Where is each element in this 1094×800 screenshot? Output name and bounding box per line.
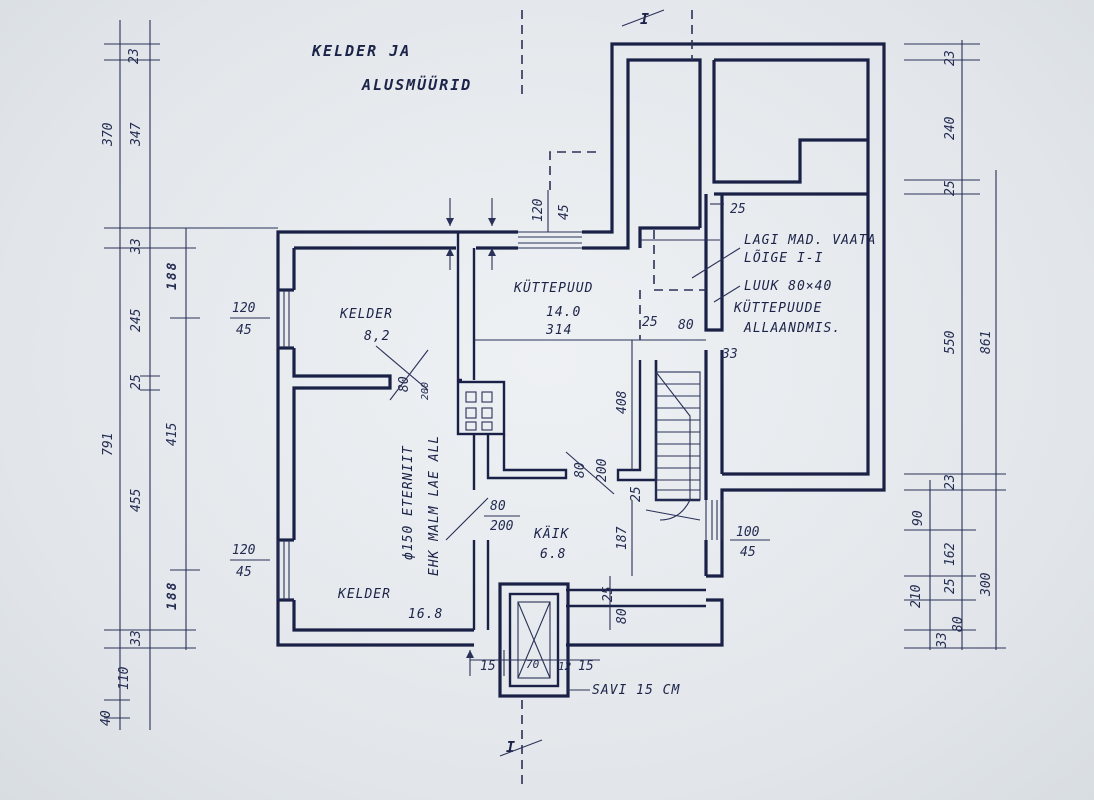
dim-right-210: 210 (909, 584, 924, 608)
room-kelder-top-name: KELDER (339, 307, 393, 322)
dim-15-a: 15 (480, 659, 496, 674)
dim-right-240: 240 (943, 116, 958, 140)
dim-right-861: 861 (979, 331, 994, 354)
room-kelder-bottom-name: KELDER (337, 587, 391, 602)
dim-left-33: 33 (129, 238, 144, 255)
dim-25-a: 25 (730, 202, 746, 217)
dim-left-23: 23 (127, 48, 142, 64)
note-malm: EHK MALM LAE ALL (427, 435, 442, 576)
note-eternit: ф150 ETERNIIT (401, 445, 416, 560)
note-lagi-1: LAGI MAD. VAATA (744, 233, 876, 248)
room-kaik-name: KÄIK (533, 526, 569, 542)
dim-win-top-a: 120 (531, 198, 546, 222)
note-lagi-2: LÕIGE I-I (744, 250, 823, 266)
dimensions-left: 23 370 347 33 245 25 791 415 455 188 188… (99, 20, 278, 730)
room-kuttepuud-area: 14.0 (546, 305, 581, 320)
section-markers: I I (499, 9, 665, 757)
dim-win-left1-b: 45 (236, 323, 252, 338)
annotations: LAGI MAD. VAATA LÕIGE I-I LUUK 80×40 KÜT… (375, 233, 876, 698)
dim-25-c: 25 (629, 486, 644, 502)
dim-win-left2-b: 45 (236, 565, 252, 580)
dim-12: 12 (558, 660, 572, 673)
dim-right-23-lower: 23 (943, 474, 958, 490)
section-mark-top: I (640, 10, 651, 28)
dimensions-inner: 120 45 120 45 120 45 100 45 25 80 33 25 … (230, 190, 770, 674)
dim-80-d: 80 (615, 608, 630, 624)
dim-win-right-b: 45 (740, 545, 756, 560)
dim-80-c: 80 (490, 499, 506, 514)
window-right (705, 500, 723, 540)
dim-right-90: 90 (911, 510, 926, 526)
dim-408: 408 (615, 390, 630, 414)
staircase (655, 371, 701, 521)
dim-left-40: 40 (99, 710, 114, 726)
note-door-w: 200 (420, 382, 431, 400)
plan-title-line1: KELDER JA (311, 42, 411, 60)
dim-right-300: 300 (979, 572, 994, 597)
dimension-ticks (446, 198, 724, 676)
dim-win-left1-a: 120 (232, 301, 256, 316)
dim-25-b: 25 (642, 315, 658, 330)
dimensions-right: 23 240 25 550 861 23 90 210 162 25 300 3… (904, 40, 1006, 650)
window-left-2 (277, 540, 290, 600)
dim-win-right-a: 100 (736, 525, 760, 540)
dim-left-791: 791 (101, 433, 116, 456)
dim-70: 70 (526, 658, 540, 671)
note-kuttepuude: KÜTTEPUUDE (733, 299, 822, 316)
dim-left-188-bottom: 188 (165, 581, 180, 610)
window-top (518, 231, 582, 249)
note-savi: SAVI 15 CM (592, 683, 680, 698)
dim-200-c: 200 (490, 519, 514, 534)
dim-win-left2-a: 120 (232, 543, 256, 558)
dim-left-370: 370 (101, 122, 116, 147)
room-labels: KELDER 8,2 KÜTTEPUUD 14.0 314 KÄIK 6.8 K… (337, 279, 593, 622)
dim-left-188-top: 188 (165, 261, 180, 290)
dim-left-110: 110 (117, 666, 132, 690)
dim-left-455: 455 (129, 488, 144, 512)
dim-right-33: 33 (935, 632, 950, 649)
dim-right-550: 550 (943, 330, 958, 354)
note-luuk: LUUK 80×40 (744, 279, 832, 294)
room-kuttepuud-name: KÜTTEPUUD (513, 279, 593, 296)
dim-80-a: 80 (678, 318, 694, 333)
dim-right-23: 23 (943, 50, 958, 66)
room-kelder-bottom-area: 16.8 (408, 607, 443, 622)
dim-right-25: 25 (943, 180, 958, 196)
dim-187: 187 (615, 526, 630, 550)
dim-right-25-lower: 25 (943, 578, 958, 594)
dim-left-25: 25 (129, 374, 144, 390)
dim-left-245: 245 (129, 308, 144, 332)
dim-left-33-bottom: 33 (129, 630, 144, 647)
outer-walls (276, 42, 886, 647)
note-allaandmis: ALLAANDMIS. (743, 321, 841, 336)
room-kaik-area: 6.8 (540, 547, 566, 562)
dim-15-b: 15 (578, 659, 594, 674)
hidden-lines (521, 10, 706, 790)
dim-25-d: 25 (601, 586, 616, 602)
note-door-h: 80 (397, 376, 412, 392)
window-left-1 (277, 290, 290, 348)
room-kuttepuud-height: 314 (545, 323, 572, 338)
dim-left-347: 347 (129, 122, 144, 147)
dim-left-415: 415 (165, 422, 180, 446)
dim-200-b: 200 (595, 458, 610, 482)
entry-pit (498, 582, 570, 698)
dim-right-80: 80 (951, 616, 966, 632)
section-mark-bottom: I (506, 738, 517, 756)
room-kelder-top-area: 8,2 (364, 329, 390, 344)
windows (277, 231, 723, 600)
dim-right-162: 162 (943, 542, 958, 566)
plan-title-line2: ALUSMÜÜRID (361, 75, 472, 94)
dim-win-top-b: 45 (557, 204, 572, 220)
dim-33: 33 (721, 347, 738, 362)
dim-80-b: 80 (573, 462, 588, 478)
